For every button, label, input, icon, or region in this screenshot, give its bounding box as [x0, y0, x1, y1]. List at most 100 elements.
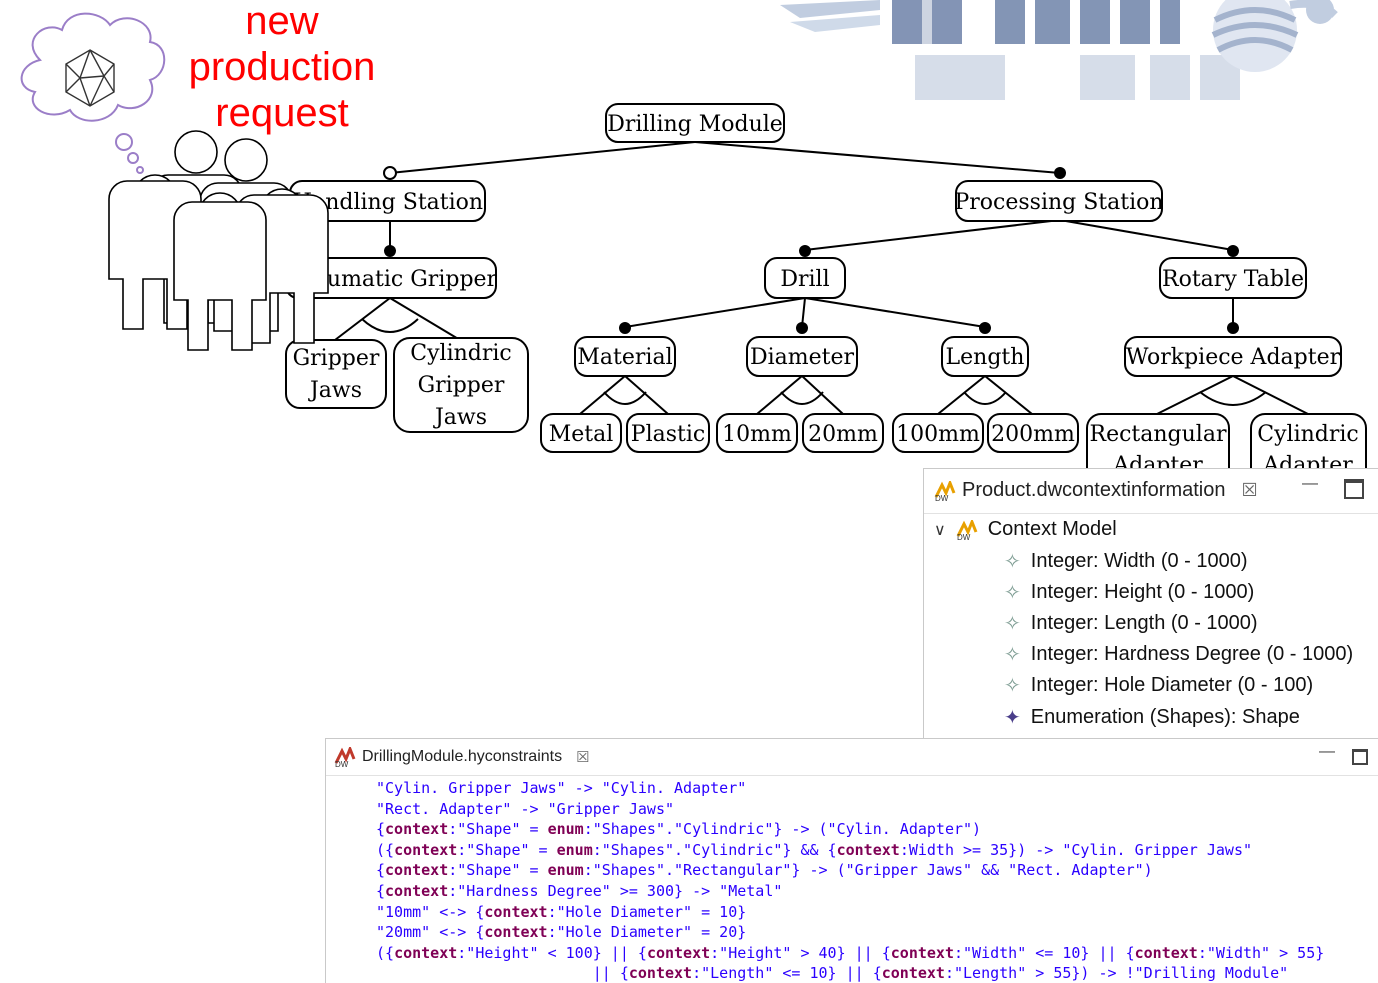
context-panel-tabbar: [924, 469, 1378, 514]
feature-node-metal: Metal: [540, 413, 622, 453]
node-label: Material: [577, 345, 672, 370]
feature-node-gripper-jaws: Gripper Jaws: [285, 339, 387, 409]
feature-node-material: Material: [574, 336, 676, 377]
context-item-label: Integer: Length (0 - 1000): [1030, 612, 1258, 634]
constraint-line: || {context:"Length" <= 10} || {context:…: [376, 964, 1289, 983]
dw-icon: DW: [934, 478, 956, 503]
feature-node-root: Drilling Module: [605, 103, 785, 143]
feature-node-rotary-table: Rotary Table: [1159, 257, 1307, 299]
node-label: Adapter: [1112, 453, 1203, 470]
node-label: Rotary Table: [1162, 267, 1304, 292]
constraint-line: {context:"Shape" = enum:"Shapes"."Rectan…: [376, 861, 1153, 880]
constraint-line: "10mm" <-> {context:"Hole Diameter" = 10…: [376, 902, 747, 921]
constraint-line: "20mm" <-> {context:"Hole Diameter" = 20…: [376, 923, 747, 942]
node-label: Workpiece Adapter: [1126, 345, 1341, 370]
feature-node-10mm: 10mm: [716, 413, 798, 453]
constraints-code-area[interactable]: "Cylin. Gripper Jaws" -> "Cylin. Adapter…: [326, 777, 1378, 983]
context-item[interactable]: ✧ Integer: Hole Diameter (0 - 100): [1004, 673, 1313, 698]
constraint-line: ({context:"Height" < 100} || {context:"H…: [376, 943, 1325, 962]
tab-context-information[interactable]: DW Product.dwcontextinformation ☒: [934, 478, 1258, 503]
svg-text:DW: DW: [935, 494, 949, 501]
node-label: Diameter: [750, 345, 855, 370]
context-item[interactable]: ✦ Enumeration (Shapes): Shape: [1004, 705, 1300, 730]
minimize-icon[interactable]: —: [1302, 475, 1318, 492]
svg-text:DW: DW: [957, 533, 971, 540]
caption-line-2: production: [189, 45, 376, 89]
minimize-icon[interactable]: —: [1319, 743, 1335, 760]
node-label: Plastic: [631, 422, 705, 447]
dw-icon: DW: [956, 517, 978, 542]
thought-bubble-icon: [20, 12, 166, 174]
constraints-editor-panel: DW DrillingModule.hyconstraints ☒ — "Cyl…: [325, 738, 1378, 983]
feature-node-diameter: Diameter: [746, 336, 858, 377]
context-item-label: Enumeration (Shapes): Shape: [1030, 706, 1300, 728]
feature-node-200mm: 200mm: [987, 413, 1079, 453]
tab-close-icon[interactable]: ☒: [576, 749, 590, 766]
polyhedron-icon: [65, 49, 115, 107]
node-label: Rectangular: [1090, 422, 1227, 447]
context-item[interactable]: ✧ Integer: Height (0 - 1000): [1004, 580, 1254, 605]
diamond-outline-icon: ✧: [1004, 644, 1021, 666]
feature-node-20mm: 20mm: [802, 413, 884, 453]
production-request-caption: new production request: [189, 0, 376, 135]
node-label: Length: [946, 345, 1025, 370]
node-label: Gripper: [418, 373, 505, 398]
diamond-outline-icon: ✧: [1004, 582, 1021, 604]
node-label: Metal: [549, 422, 614, 447]
tab-title: Product.dwcontextinformation: [962, 479, 1226, 501]
constraint-line: "Rect. Adapter" -> "Gripper Jaws": [376, 799, 675, 818]
context-item-label: Integer: Hardness Degree (0 - 1000): [1030, 643, 1354, 665]
diamond-outline-icon: ✧: [1004, 551, 1021, 573]
diamond-filled-icon: ✦: [1004, 707, 1021, 729]
context-item[interactable]: ✧ Integer: Hardness Degree (0 - 1000): [1004, 642, 1353, 667]
constraint-line: {context:"Hardness Degree" >= 300} -> "M…: [376, 882, 783, 900]
tab-close-icon[interactable]: ☒: [1241, 480, 1258, 500]
node-label: 100mm: [896, 422, 980, 447]
context-model-label: Context Model: [987, 518, 1117, 540]
tab-title: DrillingModule.hyconstraints: [362, 748, 563, 765]
maximize-icon[interactable]: [1352, 749, 1368, 765]
context-information-panel: DW Product.dwcontextinformation ☒ — ∨ DW…: [923, 468, 1378, 742]
node-label: Cylindric: [1257, 422, 1358, 447]
feature-node-rectangular-adapter: Rectangular Adapter: [1086, 413, 1230, 470]
dw-icon: DW: [334, 744, 356, 769]
node-label: Gripper: [293, 346, 380, 371]
node-label: 20mm: [808, 422, 878, 447]
feature-node-drill: Drill: [764, 257, 846, 299]
feature-node-processing-station: Processing Station: [954, 180, 1164, 222]
feature-node-plastic: Plastic: [626, 413, 710, 453]
diamond-outline-icon: ✧: [1004, 675, 1021, 697]
context-item[interactable]: ✧ Integer: Width (0 - 1000): [1004, 549, 1248, 574]
tab-hyconstraints[interactable]: DW DrillingModule.hyconstraints ☒: [334, 744, 590, 769]
caption-line-3: request: [215, 91, 348, 135]
constraint-line: "Cylin. Gripper Jaws" -> "Cylin. Adapter…: [376, 779, 747, 797]
context-item[interactable]: ✧ Integer: Length (0 - 1000): [1004, 611, 1258, 636]
node-label: Jaws: [433, 405, 487, 430]
node-label: 10mm: [722, 422, 792, 447]
svg-text:DW: DW: [335, 760, 349, 767]
constraint-line: {context:"Shape" = enum:"Shapes"."Cylind…: [376, 820, 982, 839]
logo-icon: [760, 0, 1350, 100]
node-label: Processing Station: [954, 190, 1163, 215]
context-model-node[interactable]: ∨ DW Context Model: [934, 517, 1117, 542]
node-label: Cylindric: [410, 341, 511, 366]
maximize-icon[interactable]: [1344, 479, 1364, 499]
node-label: Jaws: [308, 378, 362, 403]
diamond-outline-icon: ✧: [1004, 613, 1021, 635]
feature-node-workpiece-adapter: Workpiece Adapter: [1124, 336, 1342, 377]
feature-node-cylindric-gripper-jaws: Cylindric Gripper Jaws: [393, 337, 529, 433]
chevron-down-icon[interactable]: ∨: [934, 521, 946, 539]
node-label: 200mm: [991, 422, 1075, 447]
people-group-icon: [108, 130, 329, 351]
feature-node-length: Length: [941, 336, 1029, 377]
context-item-label: Integer: Height (0 - 1000): [1030, 581, 1255, 603]
caption-line-1: new: [245, 0, 318, 43]
constraints-panel-tabbar: [326, 739, 1378, 776]
node-label: Drilling Module: [607, 112, 783, 137]
context-item-label: Integer: Hole Diameter (0 - 100): [1030, 674, 1314, 696]
feature-node-100mm: 100mm: [892, 413, 984, 453]
feature-model-diagram: Drilling Module Handling Station Process…: [20, 0, 1367, 470]
node-label: Drill: [780, 267, 829, 292]
constraint-line: ({context:"Shape" = enum:"Shapes"."Cylin…: [376, 840, 1253, 859]
context-item-label: Integer: Width (0 - 1000): [1030, 550, 1248, 572]
